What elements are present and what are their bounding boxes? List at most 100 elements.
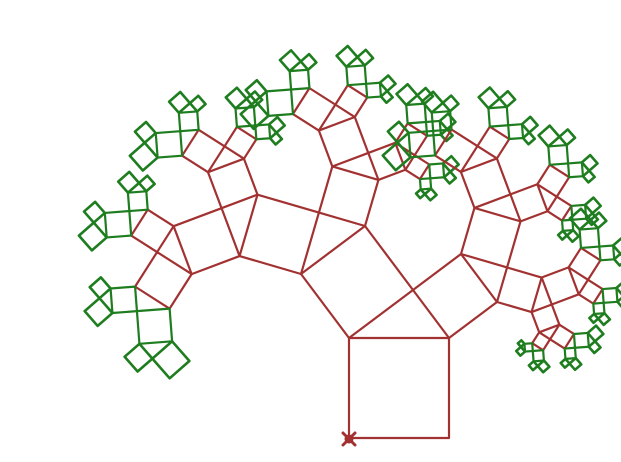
leaf-square bbox=[265, 88, 295, 117]
leaf-square bbox=[137, 174, 156, 193]
leaf-square bbox=[586, 324, 605, 343]
leaf-square bbox=[572, 331, 590, 349]
leaf-square bbox=[356, 48, 375, 67]
leaf-square bbox=[405, 102, 428, 125]
leaf-square bbox=[83, 296, 114, 328]
leaf-square bbox=[601, 286, 619, 304]
branch-square bbox=[577, 278, 604, 305]
branch-square bbox=[334, 84, 369, 119]
leaf-square bbox=[299, 52, 318, 72]
leaf-square bbox=[588, 312, 600, 325]
branch-square bbox=[567, 246, 602, 281]
leaf-square bbox=[616, 296, 621, 308]
leaf-square bbox=[239, 99, 270, 131]
leaf-square bbox=[441, 154, 460, 174]
leaf-square bbox=[378, 74, 397, 93]
leaf-square bbox=[442, 170, 458, 185]
leaf-square bbox=[477, 86, 501, 110]
leaf-square bbox=[381, 141, 412, 172]
leaf-square bbox=[267, 115, 286, 135]
branch-square bbox=[238, 193, 321, 276]
leaf-square bbox=[596, 311, 612, 327]
leaf-square bbox=[109, 285, 139, 315]
leaf-square bbox=[177, 110, 200, 133]
leaf-square bbox=[335, 44, 359, 69]
leaf-square bbox=[507, 123, 525, 141]
leaf-square bbox=[135, 307, 174, 345]
leaf-square bbox=[487, 105, 510, 128]
leaf-square bbox=[154, 130, 184, 159]
branch-square bbox=[317, 165, 380, 228]
turtle-cursor-icon bbox=[341, 431, 357, 447]
leaf-square bbox=[418, 177, 433, 191]
leaf-square bbox=[521, 131, 537, 146]
leaf-square bbox=[116, 170, 141, 194]
leaf-square bbox=[587, 339, 602, 355]
branch-square bbox=[531, 331, 552, 352]
leaf-square bbox=[580, 153, 599, 173]
leaf-square bbox=[423, 187, 438, 202]
leaf-square bbox=[520, 115, 539, 134]
leaf-square bbox=[395, 82, 419, 107]
branch-square bbox=[540, 266, 580, 306]
leaf-square bbox=[559, 357, 571, 369]
leaf-square bbox=[365, 81, 383, 99]
leaf-square bbox=[498, 89, 517, 109]
leaf-square bbox=[536, 359, 551, 374]
branch-square bbox=[317, 115, 370, 168]
leaf-square bbox=[581, 169, 596, 184]
leaf-square bbox=[151, 340, 191, 380]
leaf-square bbox=[77, 221, 108, 252]
leaf-square bbox=[188, 94, 207, 113]
branch-square bbox=[223, 125, 258, 160]
leaf-square bbox=[268, 131, 284, 146]
branch-square bbox=[181, 128, 226, 174]
branch-square bbox=[530, 303, 561, 334]
branch-square bbox=[459, 157, 512, 210]
leaf-square bbox=[244, 78, 268, 103]
leaf-square bbox=[167, 90, 192, 115]
branch-square bbox=[495, 266, 543, 314]
leaf-square bbox=[133, 120, 158, 145]
leaf-square bbox=[527, 360, 539, 372]
leaf-square bbox=[128, 141, 159, 172]
leaf-square bbox=[88, 276, 112, 300]
branch-square bbox=[459, 206, 522, 269]
tree-squares-group bbox=[77, 44, 621, 440]
leaf-square bbox=[547, 143, 570, 166]
leaf-square bbox=[578, 227, 601, 250]
leaf-square bbox=[123, 342, 154, 373]
leaf-square bbox=[438, 112, 457, 131]
leaf-square bbox=[345, 64, 368, 87]
leaf-square bbox=[278, 49, 303, 73]
branch-square bbox=[411, 252, 499, 340]
leaf-square bbox=[565, 228, 580, 244]
branch-square bbox=[509, 183, 549, 223]
leaf-square bbox=[568, 356, 583, 372]
branch-square bbox=[206, 157, 259, 210]
leaf-square bbox=[516, 339, 526, 349]
leaf-square bbox=[416, 86, 435, 105]
leaf-square bbox=[428, 162, 446, 180]
leaf-square bbox=[103, 209, 133, 239]
leaf-square bbox=[583, 196, 603, 215]
leaf-square bbox=[531, 349, 546, 363]
leaf-square bbox=[514, 345, 527, 357]
leaf-square bbox=[414, 188, 427, 200]
leaf-square bbox=[224, 86, 248, 110]
leaf-square bbox=[126, 190, 149, 213]
leaf-square bbox=[589, 211, 608, 230]
leaf-square bbox=[568, 207, 592, 231]
leaf-square bbox=[523, 342, 534, 353]
leaf-square bbox=[288, 68, 311, 91]
leaf-square bbox=[386, 120, 410, 144]
leaf-square bbox=[441, 94, 460, 113]
branch-square bbox=[347, 336, 451, 440]
leaf-square bbox=[558, 128, 577, 147]
leaf-square bbox=[592, 301, 606, 316]
leaf-square bbox=[556, 229, 569, 241]
leaf-square bbox=[439, 127, 454, 143]
leaf-square bbox=[598, 244, 616, 262]
branch-square bbox=[172, 207, 241, 276]
